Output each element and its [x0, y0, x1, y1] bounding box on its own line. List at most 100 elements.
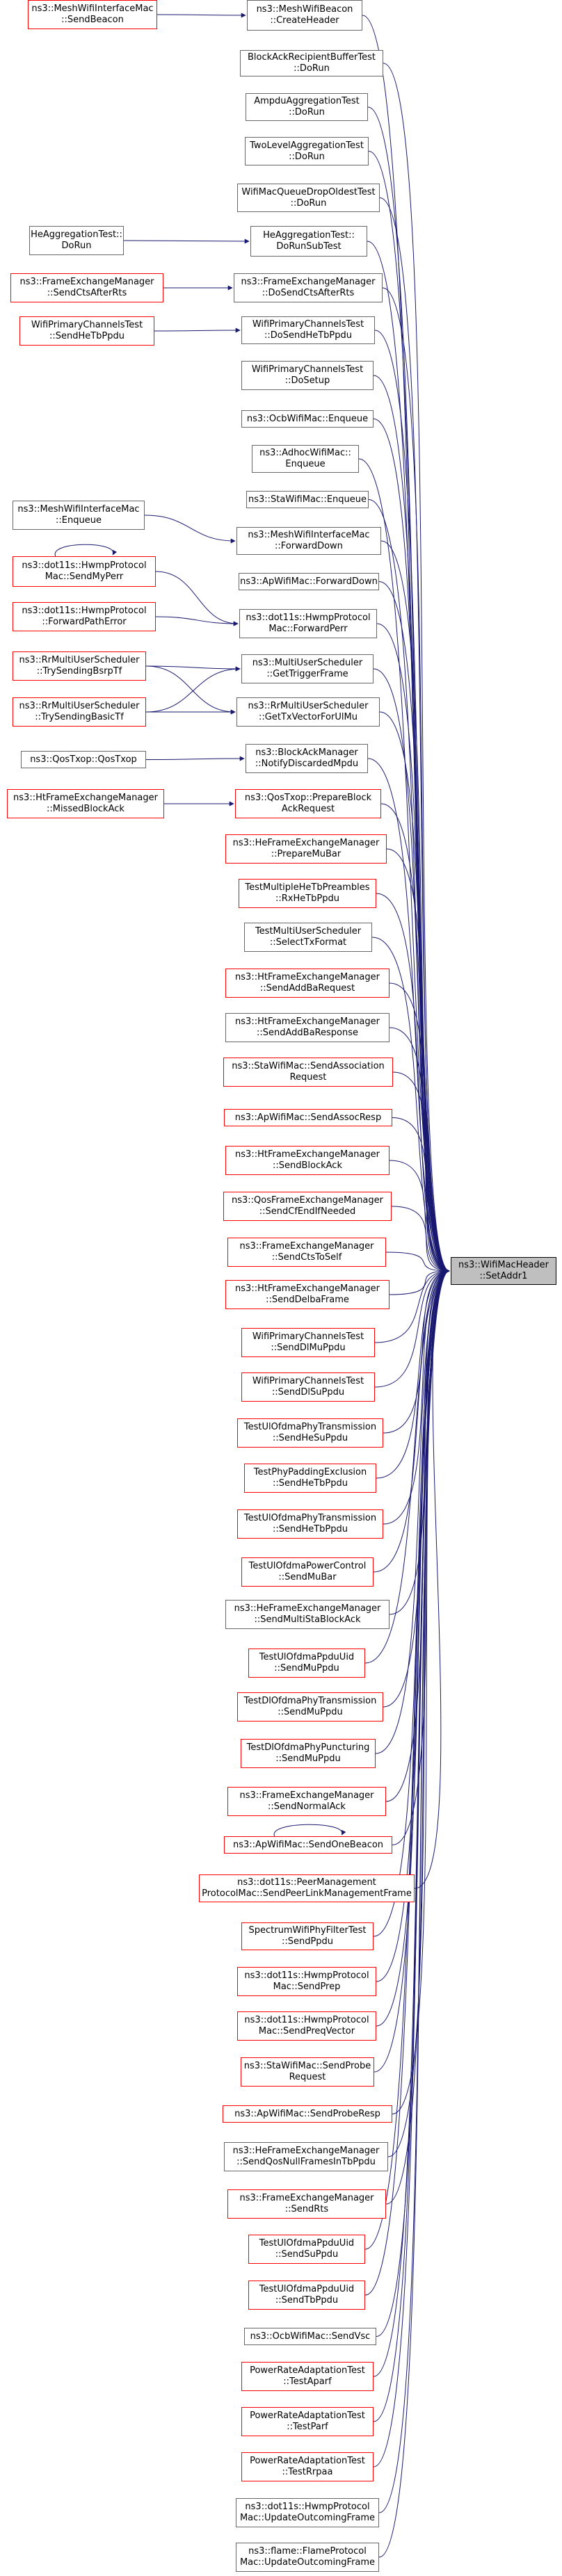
caller-node-ns3-blockackmanager-notifydiscardedmpdu[interactable]: ns3::BlockAckManager ::NotifyDiscardedMp… — [246, 744, 368, 773]
edge-s5-c14 — [155, 571, 239, 626]
caller-node-ns3-rrmultiuserscheduler-trysendingbsrptf[interactable]: ns3::RrMultiUserScheduler ::TrySendingBs… — [13, 651, 146, 681]
caller-node-powerrateadaptationtest-testrrpaa[interactable]: PowerRateAdaptationTest ::TestRrpaa — [241, 2452, 374, 2481]
caller-node-ns3-heframeexchangemanager-sendmultistablockack[interactable]: ns3::HeFrameExchangeManager ::SendMultiS… — [225, 1600, 390, 1629]
edge-c28 — [385, 1251, 450, 1274]
edge-c27 — [391, 1206, 450, 1274]
caller-node-ns3-rrmultiuserscheduler-trysendingbasictf[interactable]: ns3::RrMultiUserScheduler ::TrySendingBa… — [13, 697, 146, 727]
caller-node-wifiprimarychannelstest-senddlmuppdu[interactable]: WifiPrimaryChannelsTest ::SendDlMuPpdu — [241, 1328, 375, 1357]
edge-c30 — [374, 1268, 450, 1343]
edge-c39 — [375, 1268, 450, 1754]
caller-node-ns3-apwifimac-sendonebeacon[interactable]: ns3::ApWifiMac::SendOneBeacon — [224, 1836, 392, 1854]
caller-node-ns3-meshwifiinterfacemac-sendbeacon[interactable]: ns3::MeshWifiInterfaceMac ::SendBeacon — [28, 0, 157, 29]
caller-node-testulofdmaphytransmission-sendhetbppdu[interactable]: TestUlOfdmaPhyTransmission ::SendHeTbPpd… — [237, 1509, 383, 1539]
caller-node-ns3-multiuserscheduler-gettriggerframe[interactable]: ns3::MultiUserScheduler ::GetTriggerFram… — [241, 654, 374, 683]
caller-node-testdlofdmaphytransmission-sendmuppdu[interactable]: TestDlOfdmaPhyTransmission ::SendMuPpdu — [237, 1692, 383, 1722]
caller-node-ns3-meshwifibeacon-createheader[interactable]: ns3::MeshWifiBeacon ::CreateHeader — [247, 0, 362, 31]
edge-s8-c15 — [145, 666, 241, 713]
caller-node-testmultiuserscheduler-selecttxformat[interactable]: TestMultiUserScheduler ::SelectTxFormat — [244, 923, 372, 952]
caller-node-wifiprimarychannelstest-dosetup[interactable]: WifiPrimaryChannelsTest ::DoSetup — [241, 361, 374, 390]
edge-c23 — [389, 1027, 450, 1274]
edge-c46 — [374, 1268, 450, 2073]
edge-c20 — [376, 893, 450, 1274]
caller-node-ns3-htframeexchangemanager-sendblockack[interactable]: ns3::HtFrameExchangeManager ::SendBlockA… — [225, 1146, 390, 1175]
caller-node-ns3-heframeexchangemanager-preparemubar[interactable]: ns3::HeFrameExchangeManager ::PrepareMuB… — [225, 834, 387, 864]
caller-node-ns3-dot11s-hwmpprotocol-mac-sendmyperr[interactable]: ns3::dot11s::HwmpProtocol Mac::SendMyPer… — [13, 556, 156, 587]
caller-node-heaggregationtest-dorun[interactable]: HeAggregationTest:: DoRun — [29, 226, 124, 255]
edge-c24 — [392, 1071, 450, 1274]
caller-node-ampduaggregationtest-dorun[interactable]: AmpduAggregationTest ::DoRun — [246, 93, 368, 121]
edge-c34 — [383, 1268, 450, 1525]
caller-node-ns3-dot11s-hwmpprotocol-mac-forwardperr[interactable]: ns3::dot11s::HwmpProtocol Mac::ForwardPe… — [239, 609, 377, 638]
caller-node-ns3-qosframeexchangemanager-sendcfendifneeded[interactable]: ns3::QosFrameExchangeManager ::SendCfEnd… — [223, 1192, 392, 1221]
caller-node-ns3-frameexchangemanager-dosendctsafterrts[interactable]: ns3::FrameExchangeManager ::DoSendCtsAft… — [234, 273, 383, 302]
caller-node-ns3-stawifimac-sendprobe-request[interactable]: ns3::StaWifiMac::SendProbe Request — [241, 2057, 374, 2087]
caller-node-ns3-meshwifiinterfacemac-enqueue[interactable]: ns3::MeshWifiInterfaceMac ::Enqueue — [13, 501, 145, 530]
caller-node-twolevelaggregationtest-dorun[interactable]: TwoLevelAggregationTest ::DoRun — [245, 137, 369, 165]
caller-node-ns3-frameexchangemanager-sendrts[interactable]: ns3::FrameExchangeManager ::SendRts — [227, 2189, 386, 2219]
edge-c45 — [376, 1268, 450, 2027]
caller-node-ns3-rrmultiuserscheduler-gettxvectorforulmu[interactable]: ns3::RrMultiUserScheduler ::GetTxVectorF… — [236, 697, 380, 727]
edge-c33 — [376, 1268, 450, 1479]
edge-c57 — [378, 1268, 450, 2558]
edge-s3-c7 — [154, 327, 241, 333]
edge-s4-c12 — [144, 515, 236, 544]
caller-node-wifiprimarychannelstest-sendhetbppdu[interactable]: WifiPrimaryChannelsTest ::SendHeTbPpdu — [19, 316, 154, 346]
caller-node-spectrumwifiphyfiltertest-sendppdu[interactable]: SpectrumWifiPhyFilterTest ::SendPpdu — [241, 1922, 374, 1950]
caller-node-testulofdmappduuid-sendsuppdu[interactable]: TestUlOfdmaPpduUid ::SendSuPpdu — [248, 2235, 365, 2264]
caller-node-ns3-htframeexchangemanager-senddelbaframe[interactable]: ns3::HtFrameExchangeManager ::SendDelbaF… — [225, 1280, 390, 1309]
caller-node-ns3-htframeexchangemanager-missedblockack[interactable]: ns3::HtFrameExchangeManager ::MissedBloc… — [7, 789, 164, 818]
caller-node-ns3-dot11s-hwmpprotocol-forwardpatherror[interactable]: ns3::dot11s::HwmpProtocol ::ForwardPathE… — [13, 602, 156, 631]
caller-node-ns3-stawifimac-sendassociation-request[interactable]: ns3::StaWifiMac::SendAssociation Request — [223, 1058, 393, 1087]
caller-node-testulofdmappduuid-sendmuppdu[interactable]: TestUlOfdmaPpduUid ::SendMuPpdu — [248, 1649, 365, 1678]
caller-node-ns3-qostxop-qostxop[interactable]: ns3::QosTxop::QosTxop — [21, 751, 146, 768]
caller-node-testphypaddingexclusion-sendhetbppdu[interactable]: TestPhyPaddingExclusion ::SendHeTbPpdu — [244, 1464, 376, 1493]
caller-node-testulofdmapowercontrol-sendmubar[interactable]: TestUlOfdmaPowerControl ::SendMuBar — [241, 1557, 374, 1587]
edge-c13 — [378, 581, 450, 1274]
caller-node-ns3-flame-flameprotocol-mac-updateoutcomingframe[interactable]: ns3::flame::FlameProtocol Mac::UpdateOut… — [236, 2543, 379, 2572]
caller-node-ns3-apwifimac-sendproberesp[interactable]: ns3::ApWifiMac::SendProbeResp — [223, 2105, 392, 2123]
caller-node-ns3-htframeexchangemanager-sendaddbarequest[interactable]: ns3::HtFrameExchangeManager ::SendAddBaR… — [225, 969, 390, 998]
caller-node-ns3-qostxop-prepareblock-ackrequest[interactable]: ns3::QosTxop::PrepareBlock AckRequest — [235, 789, 381, 818]
caller-node-ns3-adhocwifimac-enqueue[interactable]: ns3::AdhocWifiMac:: Enqueue — [252, 445, 359, 473]
caller-node-ns3-dot11s-hwmpprotocol-mac-updateoutcomingframe[interactable]: ns3::dot11s::HwmpProtocol Mac::UpdateOut… — [236, 2498, 379, 2527]
edge-c6 — [382, 287, 450, 1274]
caller-node-ns3-stawifimac-enqueue[interactable]: ns3::StaWifiMac::Enqueue — [246, 491, 369, 508]
caller-node-ns3-ocbwifimac-sendvsc[interactable]: ns3::OcbWifiMac::SendVsc — [244, 2328, 376, 2345]
edge-c12 — [380, 540, 450, 1274]
edge-c3 — [368, 151, 450, 1274]
caller-node-testulofdmaphytransmission-sendhesuppdu[interactable]: TestUlOfdmaPhyTransmission ::SendHeSuPpd… — [237, 1418, 383, 1448]
caller-node-testulofdmappduuid-sendtbppdu[interactable]: TestUlOfdmaPpduUid ::SendTbPpdu — [248, 2281, 365, 2310]
caller-node-ns3-htframeexchangemanager-sendaddbaresponse[interactable]: ns3::HtFrameExchangeManager ::SendAddBaR… — [225, 1013, 390, 1042]
caller-node-ns3-apwifimac-sendassocresp[interactable]: ns3::ApWifiMac::SendAssocResp — [224, 1109, 392, 1126]
edge-s7-c16 — [145, 665, 236, 715]
caller-node-ns3-ocbwifimac-enqueue[interactable]: ns3::OcbWifiMac::Enqueue — [241, 410, 374, 428]
caller-node-wifimacqueuedropoldesttest-dorun[interactable]: WifiMacQueueDropOldestTest ::DoRun — [237, 184, 380, 212]
edge-c31 — [374, 1268, 450, 1388]
caller-node-testdlofdmaphypuncturing-sendmuppdu[interactable]: TestDlOfdmaPhyPuncturing ::SendMuPpdu — [241, 1739, 376, 1768]
caller-node-ns3-dot11s-hwmpprotocol-mac-sendprep[interactable]: ns3::dot11s::HwmpProtocol Mac::SendPrep — [237, 1967, 376, 1996]
caller-node-ns3-dot11s-hwmpprotocol-mac-sendpreqvector[interactable]: ns3::dot11s::HwmpProtocol Mac::SendPreqV… — [237, 2011, 376, 2041]
edge-c1 — [383, 63, 450, 1274]
edge-c26 — [389, 1160, 450, 1274]
edge-s6-c14 — [155, 616, 239, 626]
edge-self-loop-sendonebeacon — [273, 1824, 346, 1837]
caller-node-powerrateadaptationtest-testparf[interactable]: PowerRateAdaptationTest ::TestParf — [241, 2407, 374, 2436]
caller-node-wifiprimarychannelstest-dosendhetbppdu[interactable]: WifiPrimaryChannelsTest ::DoSendHeTbPpdu — [241, 316, 375, 344]
edge-c16 — [379, 711, 450, 1274]
edge-c52 — [376, 1268, 450, 2337]
caller-node-ns3-meshwifiinterfacemac-forwarddown[interactable]: ns3::MeshWifiInterfaceMac ::ForwardDown — [236, 527, 381, 555]
caller-node-ns3-frameexchangemanager-sendctstoself[interactable]: ns3::FrameExchangeManager ::SendCtsToSel… — [227, 1238, 386, 1267]
edge-c35 — [373, 1268, 450, 1573]
caller-node-testmultiplehetbpreambles-rxhetbppdu[interactable]: TestMultipleHeTbPreambles ::RxHeTbPpdu — [239, 879, 376, 908]
caller-node-blockackrecipientbuffertest-dorun[interactable]: BlockAckRecipientBufferTest ::DoRun — [240, 50, 383, 76]
caller-node-ns3-apwifimac-forwarddown[interactable]: ns3::ApWifiMac::ForwardDown — [239, 573, 379, 590]
caller-node-ns3-dot11s-peermanagement-protocolmac-sendpeerlinkmanagementframe[interactable]: ns3::dot11s::PeerManagement ProtocolMac:… — [199, 1874, 415, 1902]
caller-node-ns3-frameexchangemanager-sendctsafterrts[interactable]: ns3::FrameExchangeManager ::SendCtsAfter… — [10, 273, 163, 302]
caller-node-wifiprimarychannelstest-senddlsuppdu[interactable]: WifiPrimaryChannelsTest ::SendDlSuPpdu — [241, 1372, 375, 1402]
caller-node-ns3-frameexchangemanager-sendnormalack[interactable]: ns3::FrameExchangeManager ::SendNormalAc… — [227, 1787, 386, 1816]
caller-node-ns3-heframeexchangemanager-sendqosnullframesintbppdu[interactable]: ns3::HeFrameExchangeManager ::SendQosNul… — [224, 2142, 388, 2171]
caller-node-heaggregationtest-dorunsubtest[interactable]: HeAggregationTest:: DoRunSubTest — [250, 226, 367, 257]
edge-s7-c15 — [145, 665, 241, 672]
caller-node-powerrateadaptationtest-testaparf[interactable]: PowerRateAdaptationTest ::TestAparf — [241, 2362, 374, 2391]
edge-c25 — [392, 1117, 450, 1274]
